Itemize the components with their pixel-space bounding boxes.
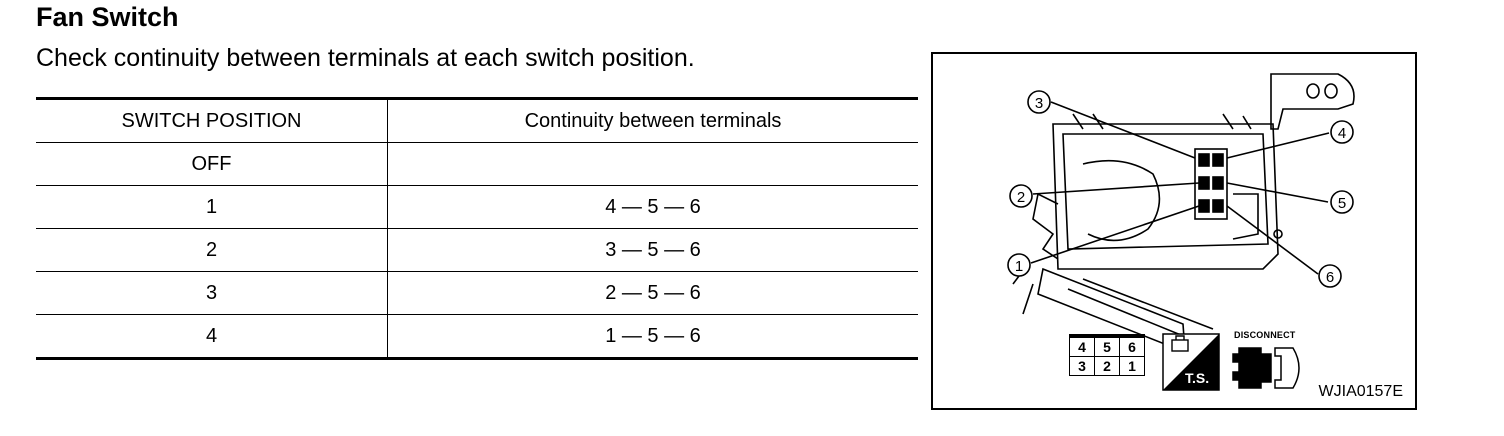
bracket-shape [1270,73,1355,130]
table-row: OFF [36,142,918,186]
ts-label: T.S. [1185,370,1210,386]
header-continuity: Continuity between terminals [387,98,918,143]
terminal-cell: 6 [1119,335,1145,357]
fan-switch-drawing: 3 4 2 5 1 6 [1007,73,1355,391]
header-switch-position: SWITCH POSITION [36,98,388,143]
terminal-cell: 5 [1094,335,1120,357]
switch-position-cell: 3 [36,271,388,315]
table-header-row: SWITCH POSITION Continuity between termi… [36,98,918,143]
table-row: 3 2 — 5 — 6 [36,271,918,315]
continuity-cell: 3 — 5 — 6 [387,228,918,272]
callout-2-circle [1009,184,1033,208]
table-row: 2 3 — 5 — 6 [36,228,918,272]
connector-terminal-grid: 4 5 6 3 2 1 [1069,334,1145,376]
terminal-cell: 3 [1069,356,1095,376]
callout-5-circle [1330,190,1354,214]
switch-position-cell: 1 [36,185,388,229]
switch-position-cell: 4 [36,314,388,360]
continuity-cell [387,142,918,186]
callout-4: 4 [1338,125,1346,142]
continuity-cell: 2 — 5 — 6 [387,271,918,315]
callout-6: 6 [1326,269,1334,286]
table-row: 4 1 — 5 — 6 [36,314,918,360]
terminal-cell: 2 [1094,356,1120,376]
callout-3-circle [1027,90,1051,114]
figure-code: WJIA0157E [1318,383,1403,400]
table-row: 1 4 — 5 — 6 [36,185,918,229]
callout-5: 5 [1338,195,1346,212]
disconnect-label: DISCONNECT [1234,330,1296,340]
callout-1: 1 [1015,258,1023,275]
fan-switch-illustration: 3 4 2 5 1 6 4 5 6 3 2 [931,52,1417,410]
callout-1-circle [1007,253,1031,277]
disconnect-icon [1232,347,1300,389]
switch-body [1052,123,1279,270]
continuity-cell: 1 — 5 — 6 [387,314,918,360]
callout-6-circle [1318,264,1342,288]
continuity-cell: 4 — 5 — 6 [387,185,918,229]
switch-position-cell: OFF [36,142,388,186]
ts-symbol-icon [1162,333,1220,391]
callout-4-circle [1330,120,1354,144]
terminal-cell: 1 [1119,356,1145,376]
callout-2: 2 [1017,189,1025,206]
continuity-table: SWITCH POSITION Continuity between termi… [36,97,918,360]
callout-3: 3 [1035,95,1043,112]
page-title: Fan Switch [36,2,179,32]
switch-position-cell: 2 [36,228,388,272]
instruction-text: Check continuity between terminals at ea… [36,44,695,72]
terminal-cell: 4 [1069,335,1095,357]
